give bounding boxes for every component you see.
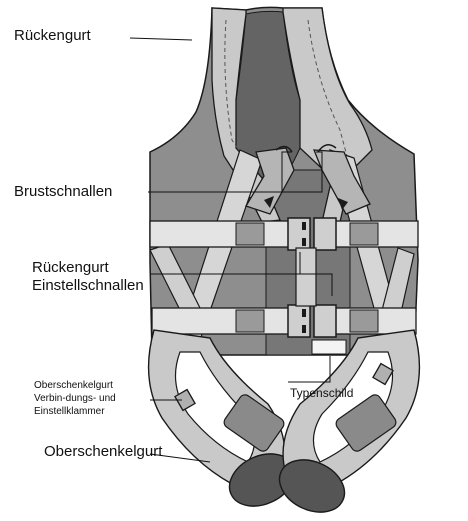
- back-adjust-strap: [296, 248, 316, 306]
- label-klammer-line1: Oberschenkelgurt: [34, 380, 113, 391]
- upper-buckle-slot-1: [302, 222, 306, 230]
- lower-chest-strap: [152, 305, 416, 337]
- right-leg-loop: [271, 330, 419, 521]
- lower-strap-left: [152, 308, 300, 334]
- label-klammer-line2: Verbin-dungs- und: [34, 393, 116, 404]
- leader-rueckengurt: [130, 38, 192, 40]
- leader-typenschild: [288, 356, 330, 382]
- label-einstell-line2: Einstellschnallen: [32, 277, 144, 294]
- label-rueckengurt: Rückengurt: [14, 27, 92, 44]
- label-einstell-line1: Rückengurt: [32, 259, 110, 276]
- label-klammer-line3: Einstellklammer: [34, 406, 105, 417]
- lower-strap-pad-right: [350, 310, 378, 332]
- upper-adjust-buckle-left: [288, 218, 310, 250]
- lower-buckle-slot-2: [302, 325, 306, 333]
- label-oberschenkelgurt: Oberschenkelgurt: [44, 443, 163, 460]
- lower-strap-pad-left: [236, 310, 264, 332]
- upper-buckle-slot-2: [302, 238, 306, 246]
- label-typenschild: Typenschild: [290, 386, 353, 400]
- type-plate: [312, 340, 346, 354]
- upper-strap-pad-left: [236, 223, 264, 245]
- lower-adjust-buckle-right: [314, 305, 336, 337]
- left-leg-loop: [149, 330, 303, 516]
- upper-strap-pad-right: [350, 223, 378, 245]
- upper-adjust-buckle-right: [314, 218, 336, 250]
- lower-adjust-buckle-left: [288, 305, 310, 337]
- upper-strap-left: [150, 221, 300, 247]
- upper-chest-strap: [150, 218, 418, 250]
- label-brustschnallen: Brustschnallen: [14, 183, 112, 200]
- lower-buckle-slot-1: [302, 309, 306, 317]
